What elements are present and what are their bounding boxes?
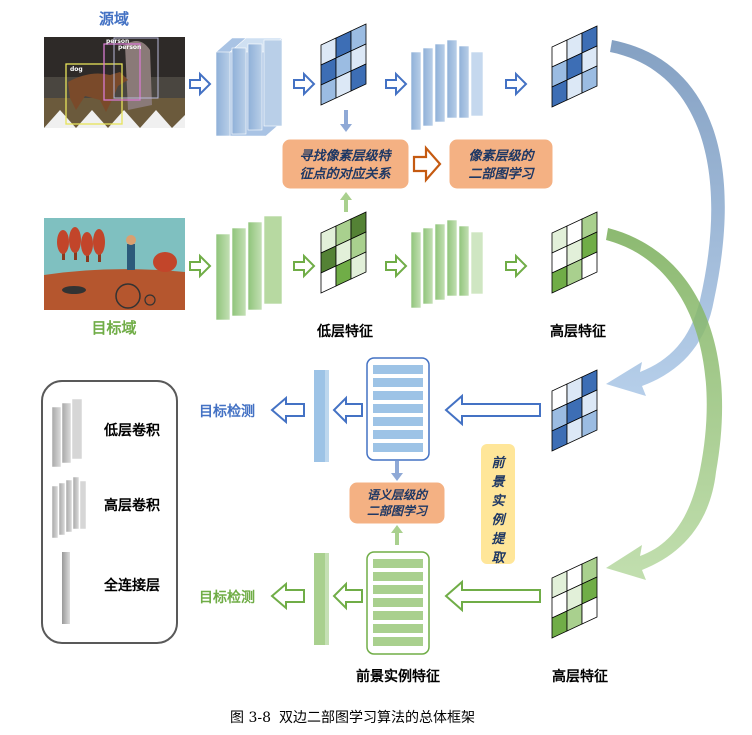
target-fc-layer: [314, 553, 329, 645]
arrow-right-icon: [189, 71, 212, 97]
dog-bounding-box: [65, 63, 123, 125]
green-curved-arrow: [606, 228, 723, 580]
blue-down-small-arrow: [340, 110, 352, 132]
low-level-feature-label: 低层特征: [316, 323, 373, 340]
arrow-right-icon: [385, 71, 408, 97]
target-instance-feature-block: [366, 551, 430, 655]
extraction-char-6: 取: [491, 551, 506, 566]
pixel-bipartite-line2: 二部图学习: [468, 166, 535, 182]
legend-fc-label: 全连接层: [103, 577, 160, 594]
source-low-feature-grid: [320, 23, 367, 106]
foreground-instance-feature-label: 前景实例特征: [356, 668, 440, 685]
arrow-right-icon: [293, 71, 316, 97]
source-instance-feature-block: [366, 357, 430, 461]
arrow-left-icon: [270, 581, 305, 611]
source-fc-layer: [314, 370, 329, 462]
target-high-feature-grid: [551, 211, 598, 294]
pixel-bipartite-box: 像素层级的 二部图学习: [449, 139, 553, 189]
dog-tag: dog: [70, 66, 83, 73]
figure-number: 图 3-8: [230, 710, 271, 726]
high-level-feature-label-top: 高层特征: [550, 323, 606, 340]
target-image: [44, 218, 185, 310]
source-instance-high-grid: [551, 369, 598, 452]
high-level-feature-label-bottom: 高层特征: [552, 668, 608, 685]
person-tag-2: person: [118, 44, 141, 51]
target-domain-label: 目标域: [91, 319, 136, 337]
source-low-conv-block: [215, 37, 283, 137]
legend-fc-icon: [62, 552, 70, 624]
source-high-conv-block: [410, 39, 484, 131]
green-up-small-arrow-2: [391, 525, 403, 545]
arrow-left-icon: [332, 581, 363, 611]
person-bounding-box-1: [103, 43, 141, 101]
pixel-bipartite-line1: 像素层级的: [468, 148, 535, 164]
pixel-correspondence-line1: 寻找像素层级特: [299, 148, 392, 164]
detection-label-bottom: 目标检测: [199, 589, 255, 606]
arrow-left-icon: [332, 395, 363, 425]
semantic-bipartite-box: 语义层级的 二部图学习: [349, 482, 445, 524]
source-high-feature-grid: [551, 25, 598, 108]
legend-low-conv-label: 低层卷积: [103, 422, 160, 439]
extraction-char-5: 提: [491, 531, 506, 547]
green-up-small-arrow: [340, 192, 352, 212]
person-bounding-box-2: [113, 37, 159, 99]
target-high-conv-block: [410, 219, 484, 309]
source-flow-arrows: [189, 71, 528, 97]
arrow-right-icon: [385, 253, 408, 279]
person-tag-1: person: [106, 38, 129, 45]
blue-down-small-arrow-2: [391, 461, 403, 481]
target-flow-arrows: [189, 253, 528, 279]
pixel-correspondence-box: 寻找像素层级特 征点的对应关系: [282, 139, 409, 189]
arrow-left-icon: [270, 395, 305, 425]
extraction-char-4: 例: [491, 512, 507, 528]
foreground-extraction-box: 前 景 实 例 提 取: [481, 444, 515, 566]
target-instance-high-grid: [551, 556, 598, 639]
legend-high-conv-label: 高层卷积: [104, 497, 160, 514]
extraction-char-3: 实: [491, 493, 506, 509]
extraction-char-1: 前: [491, 455, 506, 471]
pixel-correspondence-line2: 征点的对应关系: [299, 166, 392, 182]
target-low-feature-grid: [320, 211, 367, 294]
legend-high-conv-icon: [51, 476, 87, 539]
arrow-right-icon: [505, 253, 528, 279]
legend-low-conv-icon: [51, 398, 83, 468]
detection-label-top: 目标检测: [199, 403, 255, 420]
arrow-right-icon: [189, 253, 212, 279]
semantic-bipartite-line1: 语义层级的: [367, 488, 429, 502]
figure-title: 双边二部图学习算法的总体框架: [279, 710, 475, 726]
extraction-char-2: 景: [491, 475, 506, 490]
arrow-right-icon: [293, 253, 316, 279]
arrow-right-icon: [505, 71, 528, 97]
source-image: person person dog: [44, 37, 185, 128]
semantic-bipartite-line2: 二部图学习: [367, 504, 429, 518]
arrow-left-icon: [444, 393, 541, 427]
target-low-conv-block: [215, 215, 283, 321]
arrow-left-icon: [444, 579, 541, 613]
source-domain-label: 源域: [99, 10, 129, 28]
orange-right-arrow: [412, 145, 442, 183]
